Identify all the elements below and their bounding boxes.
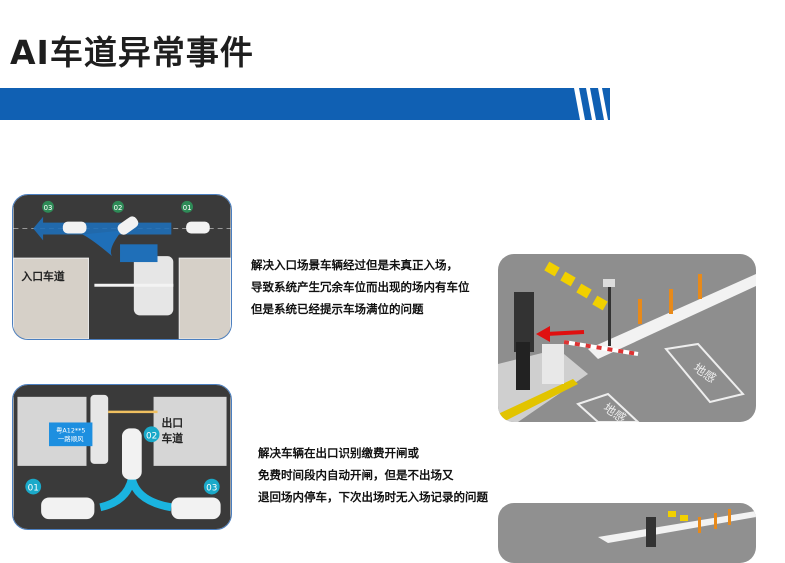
description-line: 免费时间段内自动开闸，但是不出场又 — [258, 468, 454, 482]
description-line: 解决入口场景车辆经过但是未真正入场， — [251, 258, 458, 272]
entrance-lane-diagram: 03 02 01 入口车道 — [12, 194, 232, 340]
exit-lane-label: 车道 — [161, 431, 183, 445]
plate-display: 粤A12**5 — [56, 425, 85, 434]
description-line: 但是系统已经提示车场满位的问题 — [251, 302, 424, 316]
marker-label: 01 — [28, 484, 39, 494]
marker-03 — [42, 200, 54, 213]
marker-label: 02 — [146, 431, 157, 441]
title-banner — [0, 88, 610, 120]
description-line: 导致系统产生冗余车位而出现的场内有车位 — [251, 280, 470, 294]
entrance-lane-label: 入口车道 — [21, 269, 64, 283]
entrance-scene-image: 地感 地感 — [498, 254, 756, 422]
marker-02 — [112, 200, 124, 213]
exit-lane-diagram: 粤A12**5 一路顺风 01 02 03 出口 车道 — [12, 384, 232, 530]
marker-label: 01 — [183, 204, 192, 212]
page-title: AI车道异常事件 — [10, 33, 254, 72]
marker-label: 03 — [206, 484, 217, 494]
exit-description: 解决车辆在出口识别缴费开闸或 免费时间段内自动开闸，但是不出场又 退回场内停车，… — [258, 442, 488, 508]
description-line: 解决车辆在出口识别缴费开闸或 — [258, 446, 419, 460]
marker-01 — [181, 200, 194, 213]
exit-scene-image — [498, 503, 756, 563]
marker-label: 02 — [114, 204, 123, 212]
plate-display-greeting: 一路顺风 — [58, 434, 84, 443]
exit-lane-label: 出口 — [161, 415, 183, 429]
description-line: 退回场内停车，下次出场时无入场记录的问题 — [258, 490, 488, 504]
entrance-description: 解决入口场景车辆经过但是未真正入场， 导致系统产生冗余车位而出现的场内有车位 但… — [251, 254, 470, 320]
marker-label: 03 — [44, 204, 53, 212]
